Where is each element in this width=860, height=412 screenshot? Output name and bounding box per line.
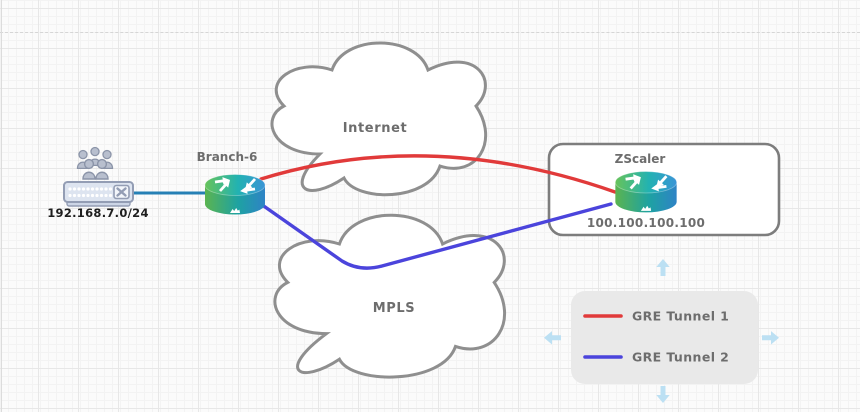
internet-cloud[interactable] [270,41,488,197]
internet-cloud-label: Internet [343,121,408,136]
legend[interactable]: GRE Tunnel 1 GRE Tunnel 2 [571,291,758,384]
legend-label-tunnel-2: GRE Tunnel 2 [632,350,729,365]
hint-arrow-up-icon[interactable] [656,259,670,276]
hint-arrow-left-icon[interactable] [544,331,561,345]
lan-subnet-label: 192.168.7.0/24 [47,206,149,220]
page-boundary-line [0,32,860,33]
gre-tunnel-2-line[interactable] [256,200,613,270]
zscaler-label: ZScaler [615,152,666,166]
branch-router-icon[interactable] [204,174,266,215]
gre-tunnel-1-line[interactable] [259,154,617,194]
zscaler-router-icon[interactable] [614,171,678,213]
canvas-edge-line [1,0,2,412]
zscaler-ip-label: 100.100.100.100 [587,216,705,230]
legend-label-tunnel-1: GRE Tunnel 1 [632,309,729,324]
switch-icon[interactable] [63,181,134,207]
user-group-icon[interactable] [76,146,114,180]
mpls-cloud-label: MPLS [373,301,416,316]
hint-arrow-down-icon[interactable] [656,386,670,403]
hint-arrow-right-icon[interactable] [762,331,779,345]
branch-router-label: Branch-6 [197,150,258,164]
